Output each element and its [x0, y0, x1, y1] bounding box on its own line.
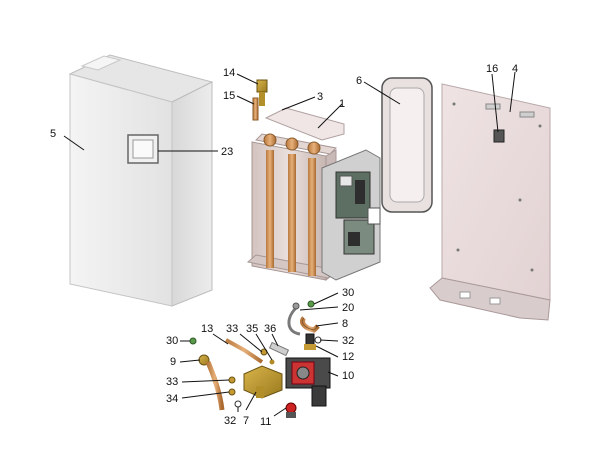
- callout-labels: 5 23 14 15 3 1 6 16 4 30 20 8 32 12 10 3…: [50, 63, 518, 428]
- front-cover-part-5: [68, 54, 214, 307]
- callout-14: 14: [223, 67, 235, 79]
- callout-11: 11: [260, 416, 271, 428]
- callout-5: 5: [50, 128, 56, 140]
- callout-4: 4: [512, 63, 518, 75]
- oring-part-35: [269, 359, 275, 365]
- fitting-part-14: [256, 79, 268, 106]
- callout-33-upper: 33: [226, 323, 238, 335]
- expansion-vessel-part-6: [381, 77, 433, 213]
- callout-20: 20: [342, 302, 354, 314]
- callout-15: 15: [223, 90, 235, 102]
- callout-7: 7: [243, 415, 249, 427]
- callout-23: 23: [221, 146, 233, 158]
- callout-12: 12: [342, 351, 354, 363]
- heating-elements-part-3: [263, 133, 321, 155]
- connector-part-9: [198, 354, 225, 411]
- callout-13: 13: [201, 323, 213, 335]
- callout-30-lower: 30: [166, 335, 178, 347]
- manifold-part-7: [243, 365, 283, 399]
- callout-32-upper: 32: [342, 335, 354, 347]
- pipe-part-20: [287, 302, 301, 336]
- fitting-part-36: [268, 341, 290, 357]
- leader-lines: [63, 71, 516, 417]
- oring-part-30b: [189, 337, 197, 345]
- sensor-part-16: [493, 129, 505, 143]
- sensor-probe-part-15: [252, 97, 259, 121]
- callout-34: 34: [166, 393, 178, 405]
- valve-part-12: [304, 333, 316, 350]
- callout-3: 3: [317, 91, 323, 103]
- pipe-part-8: [300, 316, 320, 333]
- callout-6: 6: [356, 75, 362, 87]
- callout-1: 1: [339, 98, 345, 110]
- callout-32-lower: 32: [224, 415, 236, 427]
- callout-30-upper: 30: [342, 287, 354, 299]
- callout-9: 9: [170, 356, 176, 368]
- callout-10: 10: [342, 370, 354, 382]
- pump-part-10: [285, 357, 331, 407]
- callout-8: 8: [342, 318, 348, 330]
- back-panel-part-4: [429, 83, 551, 321]
- pipe-part-13: [225, 338, 264, 364]
- callout-16: 16: [486, 63, 498, 75]
- callout-35: 35: [246, 323, 258, 335]
- callout-36: 36: [264, 323, 276, 335]
- callout-33-lower: 33: [166, 376, 178, 388]
- oring-part-30a: [307, 300, 315, 308]
- control-board: [321, 149, 381, 281]
- drain-part-11: [285, 402, 297, 418]
